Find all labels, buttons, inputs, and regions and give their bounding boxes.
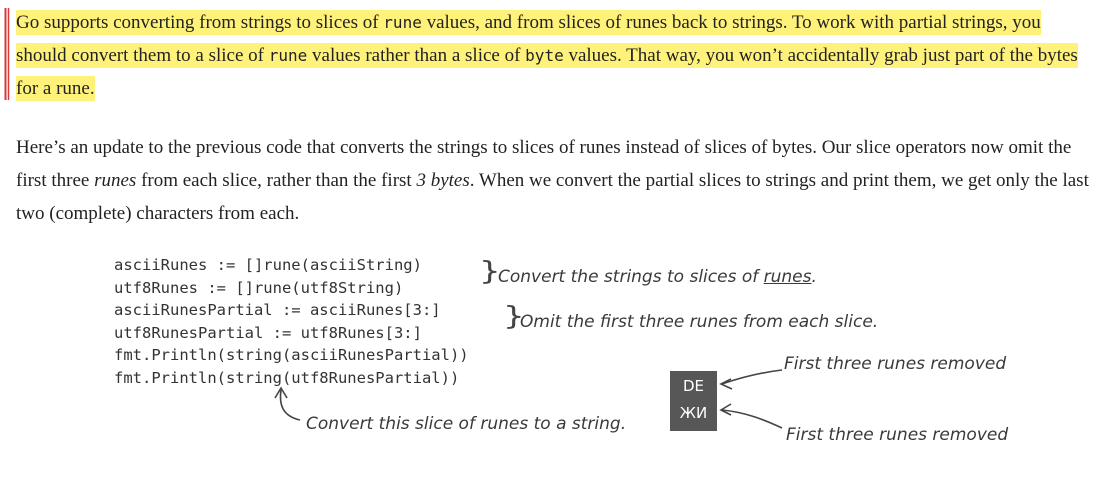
- arrowhead-icon: [274, 386, 288, 399]
- output-line: ЖИ: [679, 404, 708, 422]
- output-line: DE: [682, 377, 705, 395]
- arrowhead-icon: [719, 378, 733, 390]
- code-listing: asciiRunes := []rune(asciiString) utf8Ru…: [114, 254, 469, 389]
- annotation-convert-strings: Convert the strings to slices of runes.: [498, 267, 817, 287]
- annotation-convert-to-string: Convert this slice of runes to a string.: [306, 414, 627, 434]
- program-output: DE ЖИ: [670, 371, 717, 431]
- margin-highlight-mark: [4, 8, 10, 100]
- text-highlight: Go supports converting from strings to s…: [16, 10, 1078, 101]
- annotation-omit-runes: Omit the first three runes from each sli…: [520, 312, 879, 332]
- arrowhead-icon: [719, 403, 732, 416]
- inline-code-byte: byte: [525, 46, 564, 65]
- highlighted-paragraph: Go supports converting from strings to s…: [16, 6, 1091, 105]
- emphasis-3-bytes: 3 bytes: [416, 170, 470, 191]
- arrow-icon: [721, 369, 783, 385]
- emphasis-runes: runes: [94, 170, 137, 191]
- code-line: fmt.Println(string(asciiRunesPartial)): [114, 346, 469, 364]
- code-line: asciiRunesPartial := asciiRunes[3:]: [114, 301, 441, 319]
- brace-icon: }: [503, 301, 525, 331]
- brace-icon: }: [479, 256, 501, 286]
- code-line: utf8Runes := []rune(utf8String): [114, 278, 404, 297]
- body-paragraph: Here’s an update to the previous code th…: [16, 137, 1089, 224]
- inline-code-rune: rune: [268, 46, 308, 65]
- arrow-icon: [721, 409, 783, 429]
- code-line: fmt.Println(string(utf8RunesPartial)): [114, 368, 460, 387]
- annotation-runes-removed-1: First three runes removed: [784, 354, 1007, 374]
- code-line: utf8RunesPartial := utf8Runes[3:]: [114, 323, 422, 342]
- annotation-runes-removed-2: First three runes removed: [786, 425, 1009, 445]
- arrow-icon: [279, 389, 301, 421]
- inline-code-rune: rune: [383, 13, 422, 32]
- code-line: asciiRunes := []rune(asciiString): [114, 256, 422, 274]
